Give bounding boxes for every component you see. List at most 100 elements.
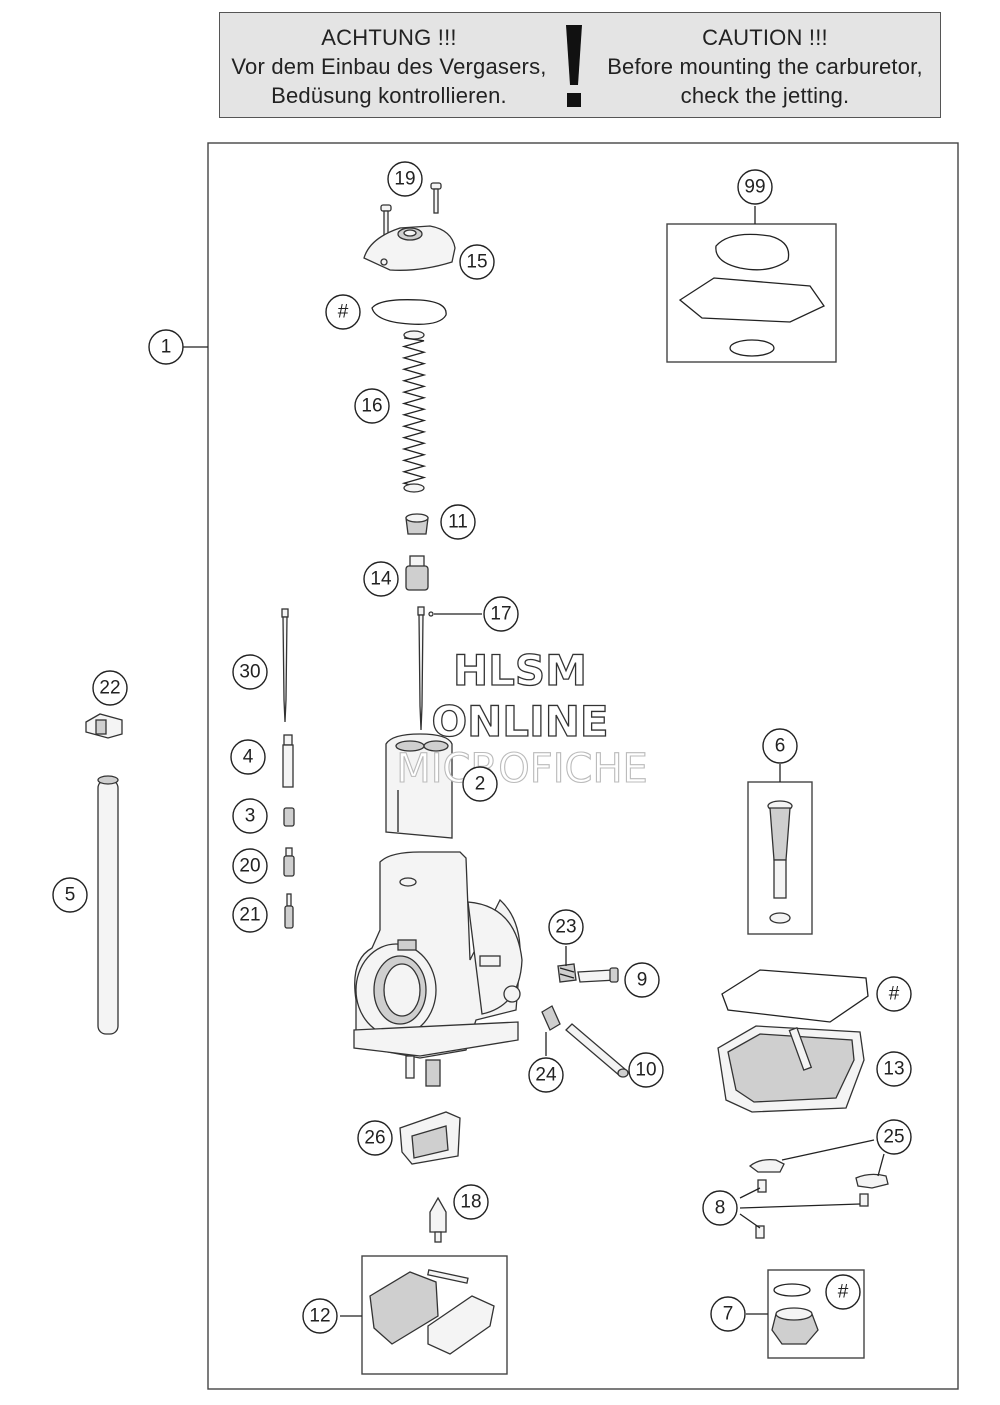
svg-text:22: 22 bbox=[99, 678, 120, 699]
svg-text:1: 1 bbox=[161, 337, 172, 358]
callout-18: 18 bbox=[453, 1184, 489, 1220]
jet-4 bbox=[282, 734, 294, 788]
svg-text:12: 12 bbox=[309, 1306, 330, 1327]
callout-26: 26 bbox=[357, 1120, 393, 1156]
spring-16 bbox=[401, 330, 427, 493]
top-cap-15 bbox=[363, 225, 456, 271]
starter-plunger-6 bbox=[767, 800, 793, 924]
callout-24: 24 bbox=[528, 1057, 564, 1093]
float-kit-box bbox=[361, 1255, 508, 1375]
callout-hash-top: # bbox=[325, 294, 361, 330]
callout-1: 1 bbox=[148, 329, 184, 365]
warning-de-line-2: Vor dem Einbau des Vergasers, bbox=[231, 54, 547, 79]
svg-text:26: 26 bbox=[364, 1128, 385, 1149]
callout-10: 10 bbox=[628, 1052, 664, 1088]
jet-needle-17 bbox=[417, 606, 434, 731]
svg-text:7: 7 bbox=[723, 1304, 734, 1325]
clip-22 bbox=[85, 713, 123, 739]
callout-9: 9 bbox=[624, 962, 660, 998]
svg-text:#: # bbox=[838, 1282, 849, 1303]
carburetor-assembly-frame bbox=[207, 142, 959, 1390]
svg-text:21: 21 bbox=[239, 905, 260, 926]
seal-11 bbox=[405, 513, 429, 535]
callout-hash-plug: # bbox=[825, 1274, 861, 1310]
float-needle-18 bbox=[429, 1196, 447, 1243]
plug-7 bbox=[771, 1283, 819, 1345]
svg-text:23: 23 bbox=[555, 917, 576, 938]
spring-23 bbox=[557, 963, 577, 983]
hose-5 bbox=[97, 775, 119, 1035]
jet-20 bbox=[283, 847, 295, 877]
svg-text:9: 9 bbox=[637, 970, 648, 991]
svg-text:19: 19 bbox=[394, 169, 415, 190]
rod-10 bbox=[565, 1023, 629, 1078]
callout-4: 4 bbox=[230, 739, 266, 775]
jet-21 bbox=[284, 893, 294, 929]
callout-25: 25 bbox=[876, 1119, 912, 1155]
svg-text:8: 8 bbox=[715, 1198, 726, 1219]
callout-22: 22 bbox=[92, 670, 128, 706]
callout-21: 21 bbox=[232, 897, 268, 933]
svg-text:30: 30 bbox=[239, 662, 260, 683]
gasket-kit-99 bbox=[678, 233, 825, 357]
callout-17: 17 bbox=[483, 596, 519, 632]
warning-en-line-2: Before mounting the carburetor, bbox=[607, 54, 923, 79]
callout-2: 2 bbox=[462, 766, 498, 802]
callout-19: 19 bbox=[387, 161, 423, 197]
callout-5: 5 bbox=[52, 877, 88, 913]
callout-11: 11 bbox=[440, 504, 476, 540]
main-jet-3 bbox=[283, 807, 295, 827]
svg-text:14: 14 bbox=[370, 569, 392, 590]
needle-holder-14 bbox=[405, 555, 429, 591]
svg-text:6: 6 bbox=[775, 736, 786, 757]
warning-de-line-1: ACHTUNG !!! bbox=[321, 25, 457, 50]
callout-15: 15 bbox=[459, 244, 495, 280]
callout-6: 6 bbox=[762, 728, 798, 764]
gasket-kit-box bbox=[666, 223, 837, 363]
callout-8: 8 bbox=[702, 1190, 738, 1226]
svg-text:#: # bbox=[889, 984, 900, 1005]
warning-text-german: ACHTUNG !!! Vor dem Einbau des Vergasers… bbox=[224, 23, 554, 110]
leader-lines bbox=[340, 206, 885, 1317]
bowl-gasket bbox=[721, 969, 869, 1023]
needle-30 bbox=[281, 608, 289, 723]
screw-9 bbox=[577, 967, 619, 983]
svg-text:2: 2 bbox=[475, 774, 486, 795]
warning-en-line-1: CAUTION !!! bbox=[702, 25, 828, 50]
svg-text:17: 17 bbox=[490, 604, 511, 625]
callout-13: 13 bbox=[876, 1051, 912, 1087]
screw-8 bbox=[755, 1179, 869, 1239]
callout-3: 3 bbox=[232, 798, 268, 834]
warning-text-english: CAUTION !!! Before mounting the carburet… bbox=[600, 23, 930, 110]
throttle-slide-2 bbox=[385, 733, 453, 839]
exclamation-icon bbox=[566, 25, 582, 107]
watermark-line-3: MICROFICHE bbox=[396, 746, 648, 792]
plate-25 bbox=[748, 1158, 889, 1189]
watermark-line-1: HLSM bbox=[453, 646, 587, 695]
svg-text:11: 11 bbox=[448, 512, 468, 533]
callout-hash-bowl: # bbox=[876, 976, 912, 1012]
callout-16: 16 bbox=[354, 388, 390, 424]
svg-text:3: 3 bbox=[245, 806, 256, 827]
callout-12: 12 bbox=[302, 1298, 338, 1334]
svg-text:18: 18 bbox=[460, 1192, 481, 1213]
warning-en-line-3: check the jetting. bbox=[680, 83, 850, 108]
callout-20: 20 bbox=[232, 848, 268, 884]
float-26 bbox=[399, 1111, 461, 1165]
float-12 bbox=[369, 1269, 495, 1355]
top-gasket bbox=[371, 299, 447, 325]
carburetor-body bbox=[353, 851, 523, 1087]
float-bowl-13 bbox=[717, 1025, 865, 1113]
svg-text:4: 4 bbox=[243, 747, 254, 768]
callout-14: 14 bbox=[363, 561, 399, 597]
callout-7: 7 bbox=[710, 1296, 746, 1332]
svg-text:15: 15 bbox=[466, 252, 487, 273]
callout-99: 99 bbox=[737, 169, 773, 205]
svg-text:13: 13 bbox=[883, 1059, 904, 1080]
svg-text:10: 10 bbox=[635, 1060, 656, 1081]
watermark-line-2: ONLINE bbox=[431, 697, 608, 746]
svg-text:24: 24 bbox=[535, 1065, 557, 1086]
svg-text:#: # bbox=[338, 302, 349, 323]
warning-de-line-3: Bedüsung kontrollieren. bbox=[271, 83, 507, 108]
